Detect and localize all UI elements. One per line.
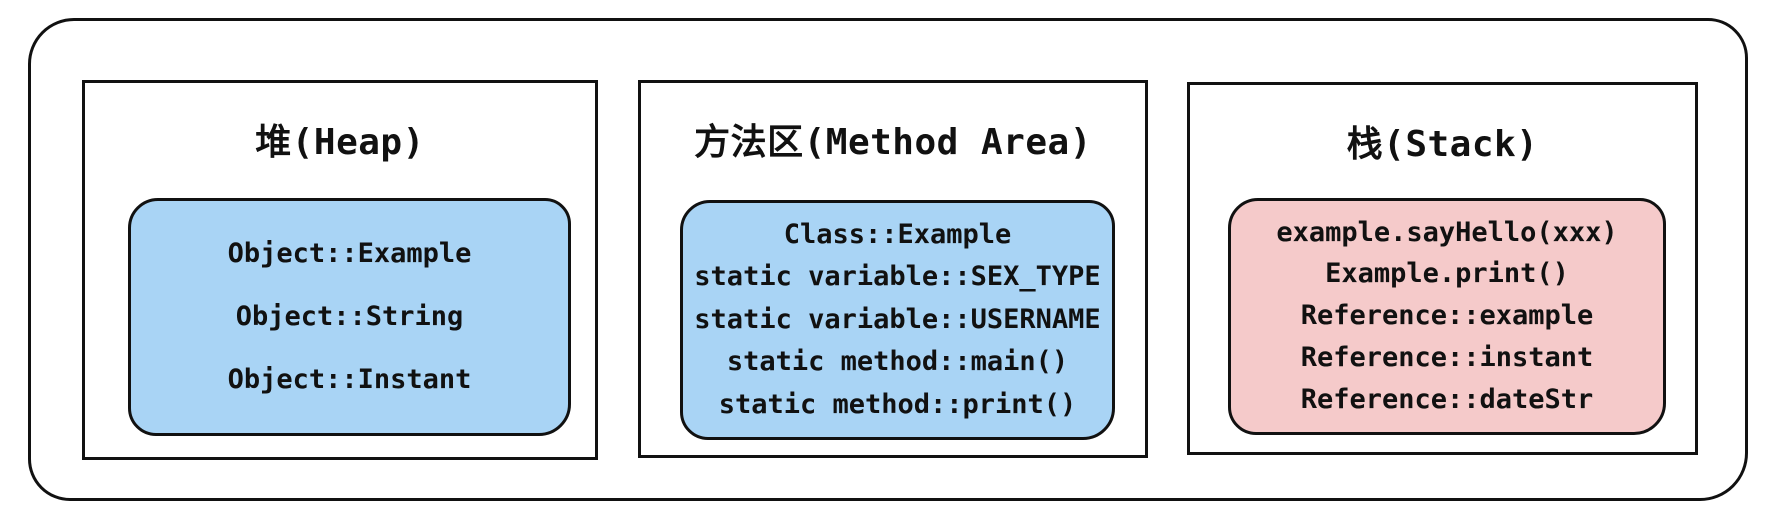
memory-item: static method::print() <box>718 388 1077 420</box>
section-stack: 栈(Stack) example.sayHello(xxx) Example.p… <box>1187 82 1698 455</box>
memory-item: Example.print() <box>1325 258 1569 290</box>
memory-item: static method::main() <box>726 346 1069 378</box>
section-heap: 堆(Heap) Object::Example Object::String O… <box>82 80 598 460</box>
memory-item: static variable::SEX_TYPE <box>694 261 1101 293</box>
stack-title: 栈(Stack) <box>1346 124 1539 165</box>
memory-item: Reference::instant <box>1300 342 1594 374</box>
memory-item: Object::String <box>235 300 464 332</box>
heap-objects-block: Object::Example Object::String Object::I… <box>128 198 571 436</box>
memory-item: Object::Instant <box>227 363 472 395</box>
stack-frames-block: example.sayHello(xxx) Example.print() Re… <box>1228 198 1666 435</box>
method-area-block: Class::Example static variable::SEX_TYPE… <box>680 200 1115 440</box>
memory-item: Reference::example <box>1300 300 1594 332</box>
section-method-area: 方法区(Method Area) Class::Example static v… <box>638 80 1148 458</box>
memory-item: example.sayHello(xxx) <box>1276 216 1618 248</box>
memory-item: Reference::dateStr <box>1300 384 1594 416</box>
heap-title: 堆(Heap) <box>255 122 425 163</box>
memory-item: Object::Example <box>227 237 472 269</box>
memory-item: static variable::USERNAME <box>694 303 1101 335</box>
method-area-title: 方法区(Method Area) <box>694 122 1092 163</box>
memory-item: Class::Example <box>783 219 1012 250</box>
